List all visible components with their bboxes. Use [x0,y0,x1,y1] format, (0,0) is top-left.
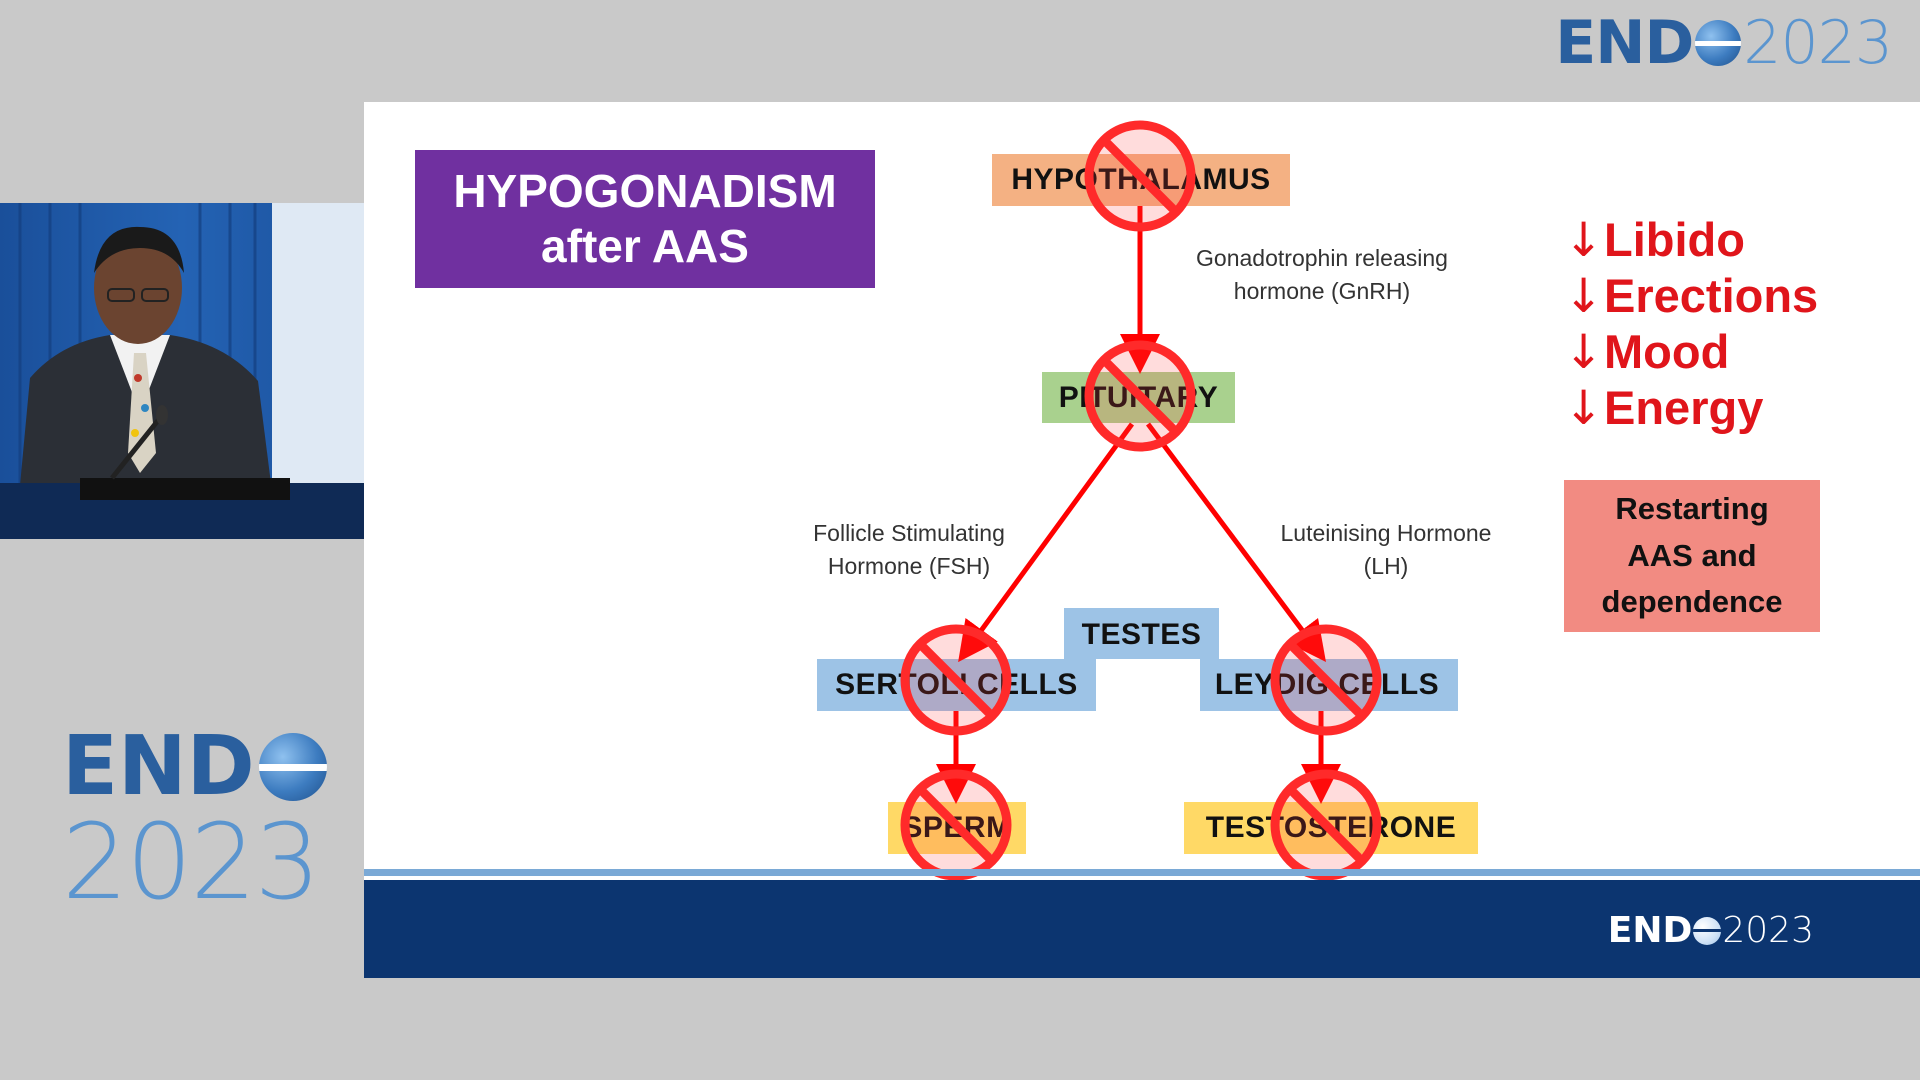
fsh-label-line1: Follicle Stimulating [813,520,1005,546]
fsh-label-line2: Hormone (FSH) [827,553,991,580]
symptom-text: Energy [1604,381,1764,434]
symptom-item: ↓Erections [1564,268,1818,324]
symptom-text: Mood [1604,325,1730,378]
pituitary-box: PITUITARY [1042,372,1235,423]
globe-icon [1693,916,1722,945]
down-arrow-icon: ↓ [1564,325,1604,380]
logo-year-text: 2023 [62,801,321,923]
slide-title-line2: after AAS [541,220,749,272]
symptom-item: ↓Mood [1564,324,1818,380]
footer-accent-line [364,869,1920,876]
fsh-label: Follicle Stimulating Hormone (FSH) [764,517,1054,584]
testosterone-box: TESTOSTERONE [1184,802,1478,854]
speaker-video-image [0,203,364,539]
logo-year-text: 2023 [1743,8,1893,78]
endo-2023-logo-side: END 2023 [62,726,327,917]
symptom-item: ↓Energy [1564,380,1818,436]
symptom-item: ↓Libido [1564,212,1818,268]
down-arrow-icon: ↓ [1564,213,1604,268]
logo-end-text: END [62,719,255,814]
sperm-box: SPERM [888,802,1026,854]
symptom-text: Erections [1604,269,1819,322]
lh-label-line1: Luteinising Hormone [1280,520,1492,546]
gnrh-label-line1: Gonadotrophin releasing [1196,245,1448,271]
gnrh-label-line2: hormone (GnRH) [1233,278,1411,305]
sertoli-cells-box: SERTOLI CELLS [835,668,1078,701]
restart-line3: dependence [1601,584,1783,620]
lh-label: Luteinising Hormone (LH) [1246,517,1526,584]
hypothalamus-box: HYPOTHALAMUS [992,154,1290,206]
down-arrow-icon: ↓ [1564,269,1604,324]
slide-footer [364,880,1920,978]
globe-icon [1695,20,1742,66]
testes-label: TESTES [1081,618,1202,651]
slide-title: HYPOGONADISM after AAS [415,150,875,288]
logo-end-text: END [1555,8,1694,78]
restarting-aas-box: Restarting AAS and dependence [1564,480,1820,632]
leydig-cells-box: LEYDIG CELLS [1214,668,1440,701]
gnrh-label: Gonadotrophin releasing hormone (GnRH) [1152,242,1492,309]
logo-year-text: 2023 [1722,910,1814,951]
symptom-text: Libido [1604,213,1745,266]
lh-label-line2: (LH) [1363,553,1409,580]
down-arrow-icon: ↓ [1564,381,1604,436]
presentation-slide: HYPOGONADISM after AAS HYPOTHALAMUS PITU… [364,102,1920,978]
globe-icon [258,733,327,801]
logo-end-text: END [1607,910,1693,951]
endo-2023-logo-top: END 2023 [1555,8,1893,78]
restart-line1: Restarting [1615,491,1769,527]
testes-gap [1096,659,1200,711]
speaker-video [0,203,364,539]
slide-title-line1: HYPOGONADISM [453,164,837,217]
restart-line2: AAS and [1627,537,1757,573]
endo-2023-logo-footer: END 2023 [1608,910,1814,951]
symptom-list: ↓Libido ↓Erections ↓Mood ↓Energy [1564,212,1818,436]
